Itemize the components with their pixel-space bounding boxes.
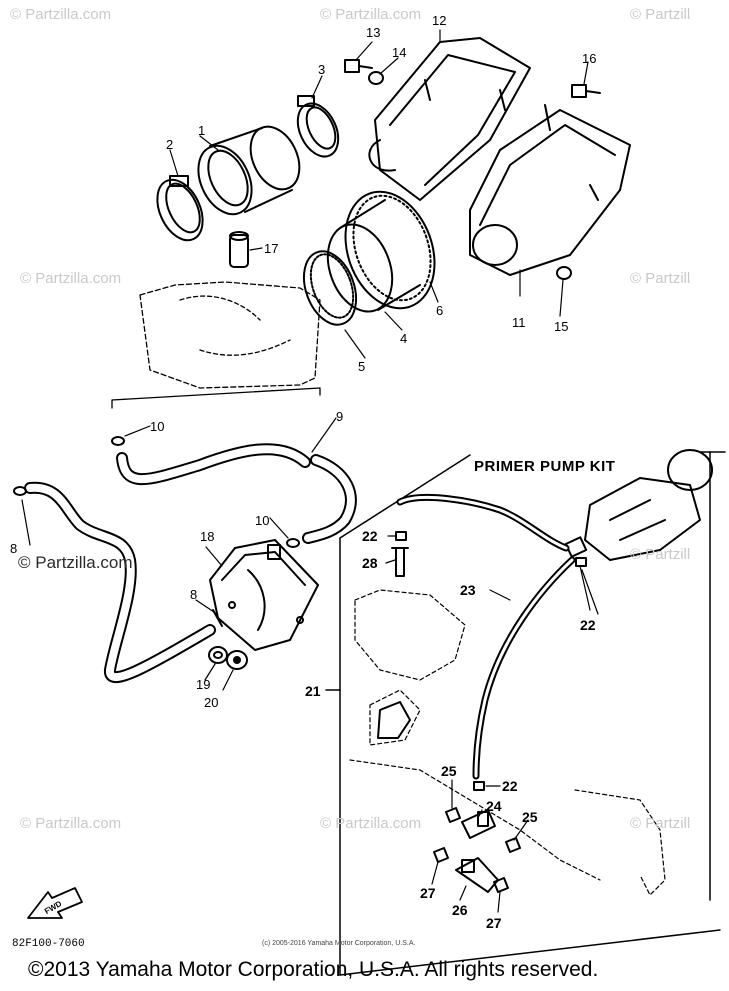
grommet-17: [229, 231, 249, 268]
callout-4: 4: [400, 331, 408, 346]
leader-lines: [21, 29, 599, 913]
kit-title: PRIMER PUMP KIT: [474, 458, 616, 475]
callout-19: 19: [196, 677, 211, 692]
callout-1: 1: [198, 123, 206, 138]
callout-21: 21: [305, 683, 321, 699]
callout-22: 22: [362, 528, 378, 544]
ring-5: [302, 250, 358, 326]
callout-8: 8: [190, 587, 198, 602]
carburetor-reference: [139, 281, 321, 389]
cap-22a: [395, 531, 407, 541]
clip-27b: [493, 877, 509, 893]
callout-6: 6: [436, 303, 444, 318]
bolt-16: [571, 84, 601, 98]
silencer-case-11: [469, 104, 631, 276]
clip-10b: [286, 538, 300, 548]
clip-8a: [13, 486, 27, 496]
callout-20: 20: [204, 695, 219, 710]
callout-26: 26: [452, 902, 468, 918]
callout-27: 27: [486, 915, 502, 931]
watermark: © Partzilla.com: [18, 553, 133, 572]
watermark: © Partzill: [630, 270, 691, 287]
silencer-case-12: [368, 37, 531, 201]
callout-14: 14: [392, 45, 407, 60]
hose-8: [24, 481, 216, 684]
primer-pump: [564, 449, 713, 561]
intake-joint-1: [197, 125, 301, 216]
watermark: © Partzilla.com: [320, 6, 422, 23]
nut-15: [556, 266, 572, 280]
clamp-2: [156, 175, 204, 242]
callout-15: 15: [554, 319, 569, 334]
callout-9: 9: [336, 409, 344, 424]
clip-10a: [111, 436, 125, 446]
watermark: © Partzill: [630, 6, 691, 23]
watermark: © Partzill: [630, 815, 691, 832]
callout-28: 28: [362, 555, 378, 571]
washer-20: [226, 650, 248, 670]
callout-10: 10: [150, 419, 165, 434]
callout-16: 16: [582, 51, 597, 66]
clamp-3: [296, 95, 340, 158]
watermark: © Partzilla.com: [20, 815, 122, 832]
fuel-valve: [377, 701, 411, 739]
joint-24: [461, 809, 496, 839]
fitting-28: [391, 547, 409, 577]
watermark: © Partzilla.com: [320, 815, 422, 832]
callout-11: 11: [512, 315, 526, 330]
clip-27a: [433, 847, 449, 863]
callout-22: 22: [502, 778, 518, 794]
callout-5: 5: [358, 359, 366, 374]
clip-25a: [445, 807, 461, 823]
nut-19: [208, 646, 228, 664]
washer-14: [368, 71, 384, 85]
watermark: © Partzill: [630, 546, 691, 563]
cap-22c: [473, 781, 485, 791]
fuel-pump-18: [209, 539, 319, 651]
callout-24: 24: [486, 798, 502, 814]
bolt-13: [344, 59, 373, 73]
cap-22b: [575, 557, 587, 567]
hose-9: [116, 443, 357, 544]
callout-2: 2: [166, 137, 174, 152]
callout-8: 8: [10, 541, 18, 556]
callout-10: 10: [255, 513, 270, 528]
inner-copyright: (c) 2005-2016 Yamaha Motor Corporation, …: [262, 940, 416, 947]
clip-25b: [505, 837, 521, 853]
callout-17: 17: [264, 241, 279, 256]
primer-pump-kit-box: [325, 451, 726, 976]
callout-12: 12: [432, 13, 447, 28]
callout-25: 25: [441, 763, 457, 779]
engine-reference: [349, 589, 666, 896]
callout-23: 23: [460, 582, 476, 598]
tube-23: [396, 493, 576, 780]
fwd-arrow-icon: [27, 887, 83, 919]
flame-arrestor-6: [344, 190, 436, 310]
callout-3: 3: [318, 62, 326, 77]
watermark: © Partzilla.com: [20, 270, 122, 287]
doc-number: 82F100-7060: [12, 938, 85, 950]
copyright-notice: ©2013 Yamaha Motor Corporation, U.S.A. A…: [28, 958, 599, 981]
joint-4: [326, 199, 421, 313]
watermark: © Partzilla.com: [10, 6, 112, 23]
callout-13: 13: [366, 25, 381, 40]
callout-18: 18: [200, 529, 215, 544]
joint-26: [455, 857, 499, 893]
callout-27: 27: [420, 885, 436, 901]
callout-25: 25: [522, 809, 538, 825]
callout-22: 22: [580, 617, 596, 633]
